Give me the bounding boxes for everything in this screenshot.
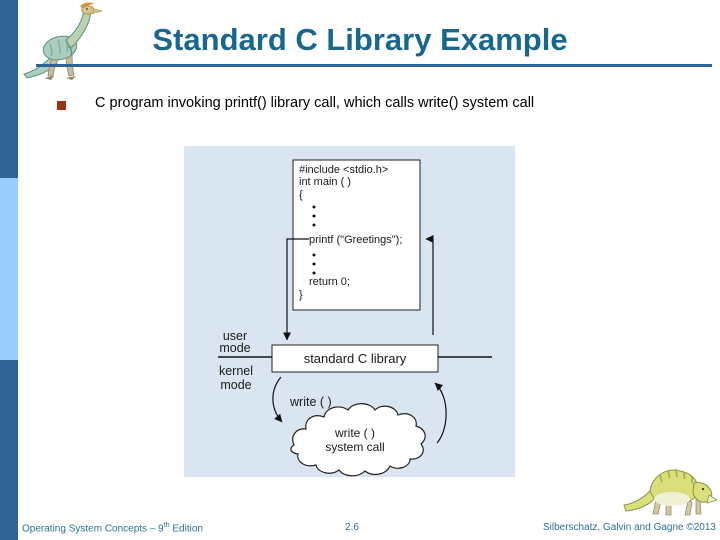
library-return-arrow (425, 235, 434, 335)
code-line-include: #include <stdio.h> (299, 164, 388, 176)
write-call-label: write ( ) (289, 395, 332, 409)
footer-credits: Silberschatz, Galvin and Gagne ©2013 (542, 522, 716, 533)
write-invoke-arrow (272, 376, 283, 423)
sidebar-accent-bar (0, 0, 18, 540)
footer-edition-superscript: th (163, 522, 170, 529)
code-line-open-brace: { (299, 189, 303, 201)
sidebar-segment-bottom (0, 360, 18, 540)
footer-page-number: 2.6 (345, 522, 359, 533)
bullet-text: C program invoking printf() library call… (95, 95, 535, 111)
user-mode-label-line1: user (223, 329, 247, 343)
bullet-marker-icon (57, 101, 66, 110)
kernel-mode-label-line1: kernel (219, 364, 253, 378)
footer-edition-text: Edition (169, 523, 203, 535)
code-ellipsis-dots-bottom (312, 253, 316, 275)
syscall-cloud (290, 403, 426, 477)
syscall-return-arrow (434, 382, 447, 444)
user-mode-label-line2: mode (219, 341, 250, 355)
kernel-mode-label-line2: mode (220, 378, 251, 392)
footer-course-label: Operating System Concepts – 9th Edition (22, 522, 203, 534)
dinosaur-footer-icon (623, 468, 717, 516)
cloud-label-line1: write ( ) (334, 426, 375, 440)
printf-call-arrow (283, 238, 309, 341)
page-title: Standard C Library Example (152, 22, 568, 57)
sidebar-segment-top (0, 0, 18, 178)
code-line-return: return 0; (309, 276, 350, 288)
syscall-diagram: #include <stdio.h> int main ( ) { printf… (184, 146, 515, 477)
title-underline-rule (36, 64, 712, 67)
code-line-close-brace: } (299, 289, 303, 301)
code-line-main: int main ( ) (299, 176, 351, 188)
cloud-label-line2: system call (325, 440, 384, 454)
code-ellipsis-dots-top (312, 205, 316, 227)
sidebar-segment-middle (0, 178, 18, 360)
code-box (292, 159, 421, 311)
standard-c-library-box (271, 344, 439, 373)
code-line-printf: printf ("Greetings"); (309, 234, 402, 246)
library-box-label: standard C library (304, 351, 407, 366)
dinosaur-logo-icon (23, 2, 104, 80)
footer-course-text: Operating System Concepts – 9 (22, 523, 164, 535)
